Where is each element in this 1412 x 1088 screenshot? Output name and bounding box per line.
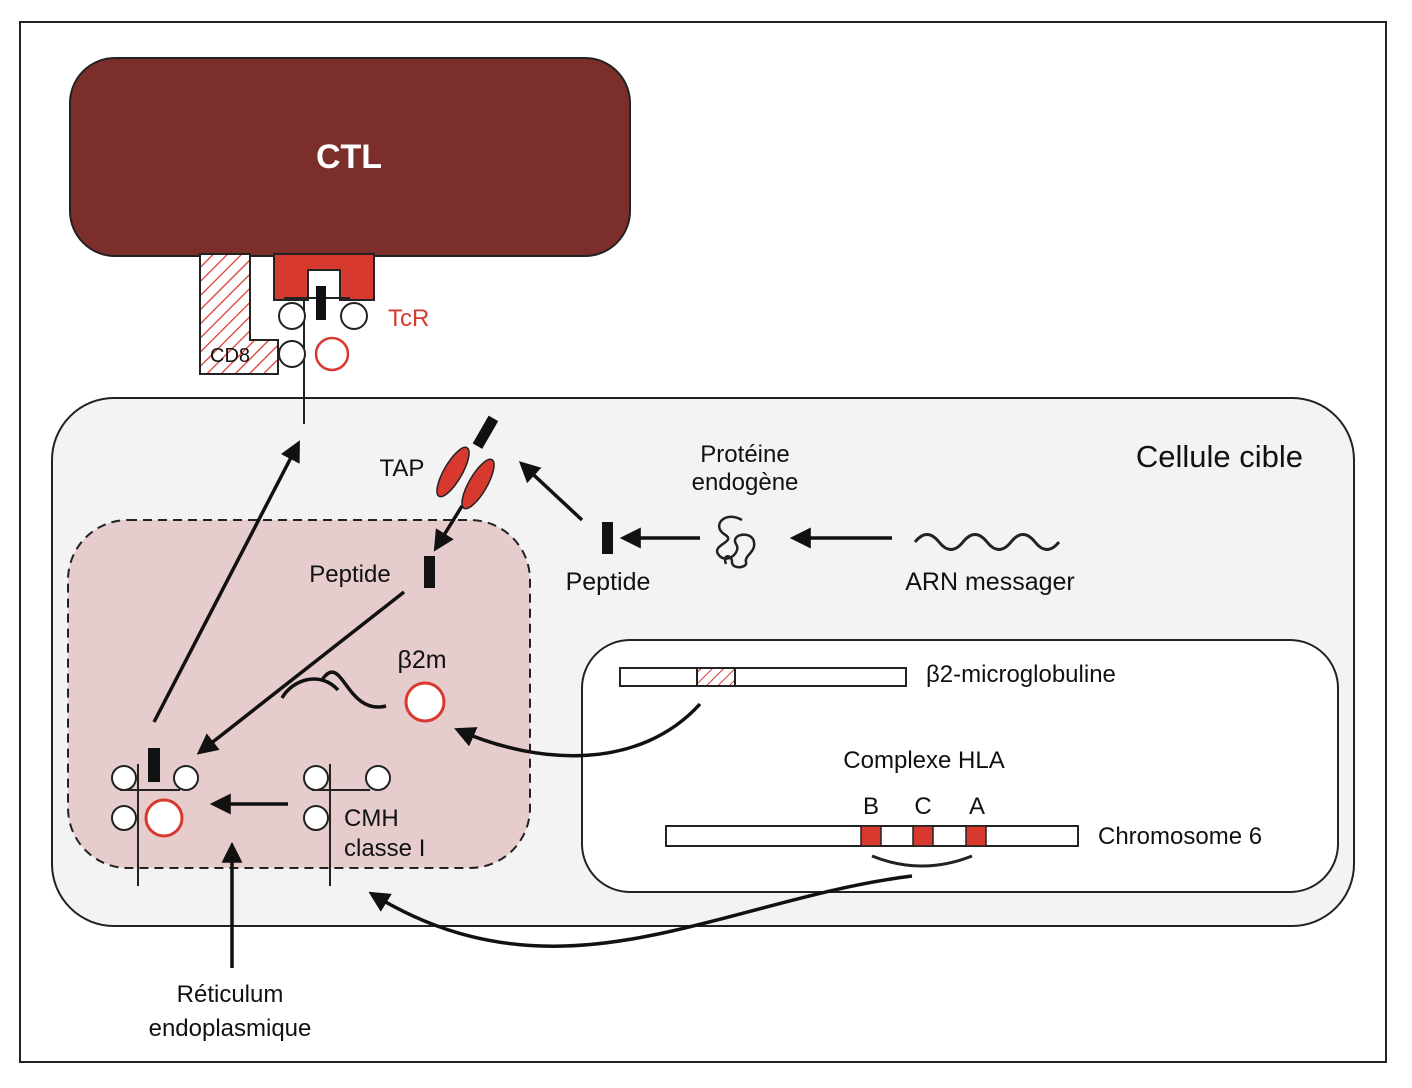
- arrows: [152, 440, 913, 968]
- b2m-gene-segment: [696, 667, 736, 687]
- hla-bracket: [871, 854, 973, 868]
- tap-transporter: [436, 415, 499, 510]
- chromosome-label: Chromosome 6: [1098, 823, 1262, 850]
- mhc-presented: [278, 286, 368, 424]
- loaded-peptide: [148, 748, 160, 782]
- b2m-molecule: [404, 681, 446, 723]
- tap-label: TAP: [380, 455, 425, 482]
- cmh-label-2: classe I: [344, 835, 425, 862]
- cytosol-peptide: [602, 522, 613, 554]
- arn-label: ARN messager: [905, 568, 1075, 596]
- cellule-cible-label: Cellule cible: [1136, 439, 1303, 474]
- arrow-peptide-to-mhc: [196, 590, 406, 755]
- tcr-label: TcR: [388, 305, 429, 332]
- b2m-joining-curve: [320, 670, 387, 709]
- gene-a-label: A: [969, 793, 985, 820]
- hla-a-locus: [965, 825, 987, 847]
- cmh-label-1: CMH: [344, 805, 399, 832]
- gene-c-label: C: [914, 793, 931, 820]
- er-peptide: [424, 556, 435, 588]
- mrna-wave: [913, 533, 1061, 551]
- arrow-peptide-to-tap: [518, 461, 584, 522]
- endogenous-protein: [715, 515, 756, 569]
- hla-b-locus: [860, 825, 882, 847]
- b2m-gene-bar: [619, 667, 907, 687]
- cd8-molecule: [199, 253, 279, 375]
- hla-c-locus: [912, 825, 934, 847]
- peptide-cytosol-label: Peptide: [566, 568, 651, 596]
- mhc-class-i-empty: [303, 764, 391, 886]
- b2m-label: β2m: [397, 646, 446, 674]
- gene-b-label: B: [863, 793, 879, 820]
- peptide-er-label: Peptide: [309, 561, 390, 588]
- cd8-label: CD8: [210, 345, 250, 367]
- presented-peptide: [316, 286, 326, 320]
- proteine-label-1: Protéine: [700, 441, 789, 468]
- ctl-label: CTL: [316, 138, 382, 176]
- arrow-b2m-gene-to-b2m: [454, 702, 702, 758]
- reticulum-label-1: Réticulum: [177, 981, 284, 1008]
- tap-peptide: [472, 415, 499, 449]
- b2-microglobuline-label: β2-microglobuline: [926, 661, 1116, 688]
- arrow-hla-to-mhc: [368, 874, 913, 948]
- reticulum-label-2: endoplasmique: [149, 1015, 312, 1042]
- arrow-mhc-to-surface: [152, 440, 300, 723]
- mhc-class-i-loaded: [111, 748, 199, 886]
- tcr-receptor: [273, 253, 375, 301]
- proteine-label-2: endogène: [692, 469, 799, 496]
- arrow-tap-to-er: [433, 505, 464, 552]
- complexe-hla-label: Complexe HLA: [843, 747, 1004, 774]
- b2m-joining-curve-2: [280, 677, 340, 699]
